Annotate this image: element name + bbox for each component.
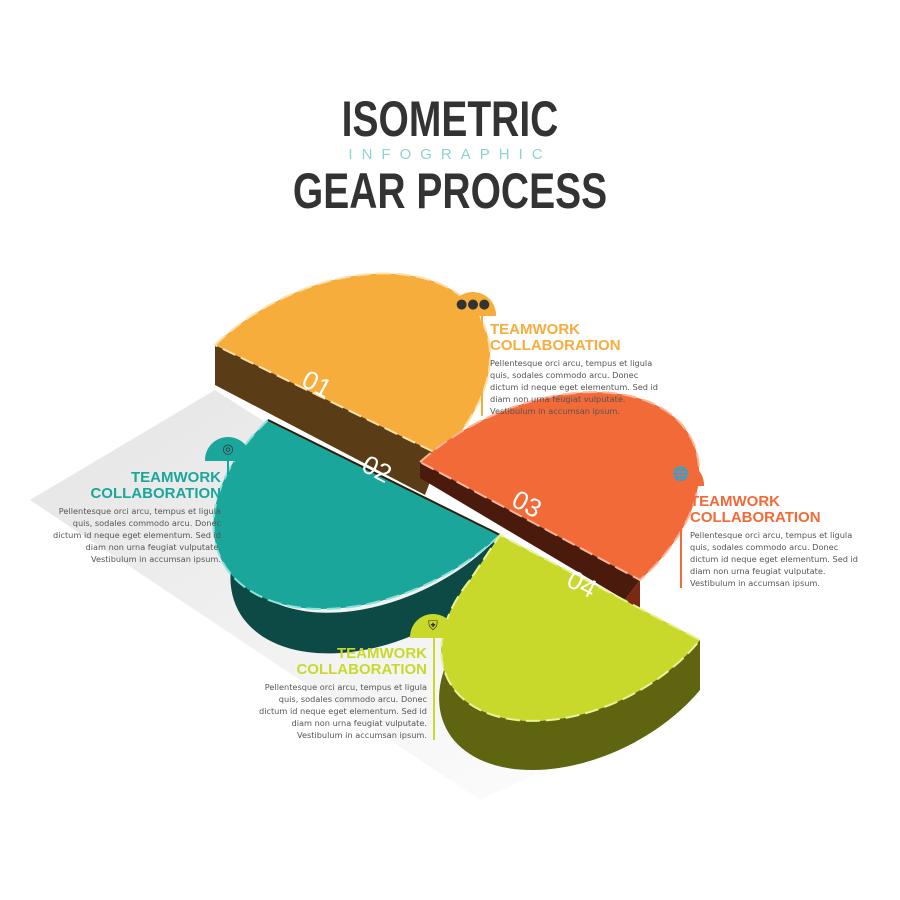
step-heading: TEAMWORK	[131, 469, 221, 486]
step-heading: COLLABORATION	[296, 661, 427, 678]
step-body: Pellentesque orci arcu, tempus et ligula…	[690, 530, 858, 588]
step-heading: COLLABORATION	[90, 485, 221, 502]
gear-04: 04	[439, 533, 702, 771]
step-heading: TEAMWORK	[490, 321, 580, 338]
gear-03: 03	[418, 391, 701, 610]
title-subtitle: INFOGRAPHIC	[348, 146, 552, 163]
step-heading: TEAMWORK	[690, 493, 780, 510]
connector-line	[481, 316, 483, 416]
step-heading: COLLABORATION	[690, 509, 821, 526]
step-heading: TEAMWORK	[337, 645, 427, 662]
title-line-2: GEAR PROCESS	[292, 163, 608, 219]
title-line-1: ISOMETRIC	[341, 91, 559, 147]
step-heading: COLLABORATION	[490, 337, 621, 354]
step-body: Pellentesque orci arcu, tempus et ligula…	[259, 682, 427, 740]
step-body: Pellentesque orci arcu, tempus et ligula…	[53, 506, 221, 564]
connector-line	[433, 638, 435, 740]
connector-line	[227, 460, 229, 562]
connector-line	[680, 486, 682, 588]
step-body: Pellentesque orci arcu, tempus et ligula…	[490, 358, 658, 416]
gear-01: 01	[213, 272, 492, 495]
